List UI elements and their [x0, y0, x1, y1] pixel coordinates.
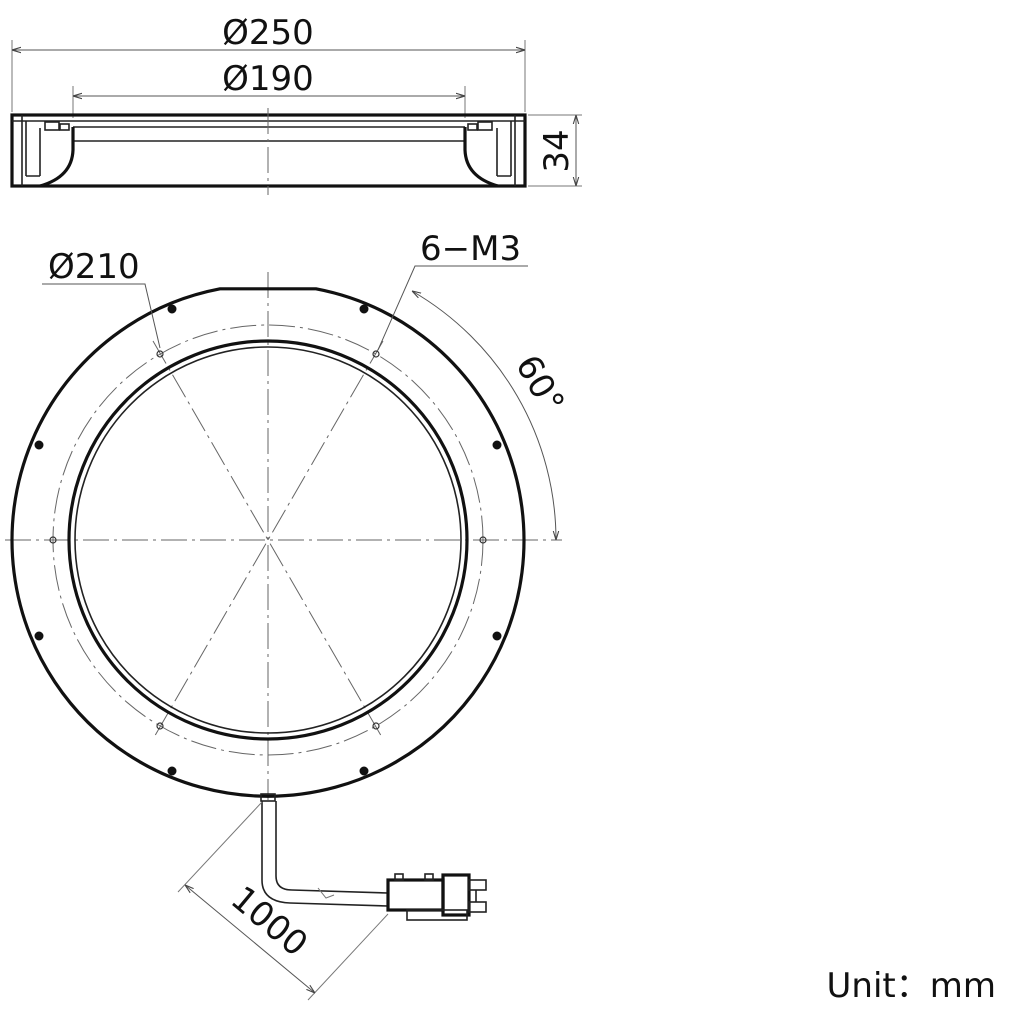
connector: [386, 873, 487, 921]
rim-screw: [167, 304, 177, 314]
thread-label: 6−M3: [420, 229, 521, 269]
cable-length-label: 1000: [223, 878, 315, 964]
rim-screw: [167, 766, 177, 776]
rim-screw: [34, 631, 44, 641]
rim-screw: [492, 631, 502, 641]
angle-label: 60°: [507, 348, 572, 420]
unit-label: Unit：mm: [827, 966, 996, 1006]
mount-hole: [49, 536, 57, 544]
mount-hole: [372, 350, 380, 358]
rim-screw: [492, 440, 502, 450]
outer-diameter-label: Ø250: [222, 13, 314, 53]
mount-hole: [156, 350, 164, 358]
rim-screw: [359, 766, 369, 776]
angle-dim-arc: [412, 291, 556, 540]
cable-length-dim-line: [185, 885, 315, 993]
inner-diameter-label: Ø190: [222, 59, 314, 99]
mount-hole: [372, 722, 380, 730]
front-view: Ø210 6−M3 60°: [5, 229, 572, 1001]
cable: [260, 793, 487, 921]
height-label: 34: [537, 129, 577, 172]
rim-screw: [34, 440, 44, 450]
side-view: Ø250 Ø190 34: [10, 13, 582, 195]
mount-hole: [156, 722, 164, 730]
rim-screw: [359, 304, 369, 314]
pcd-label: Ø210: [48, 247, 140, 287]
